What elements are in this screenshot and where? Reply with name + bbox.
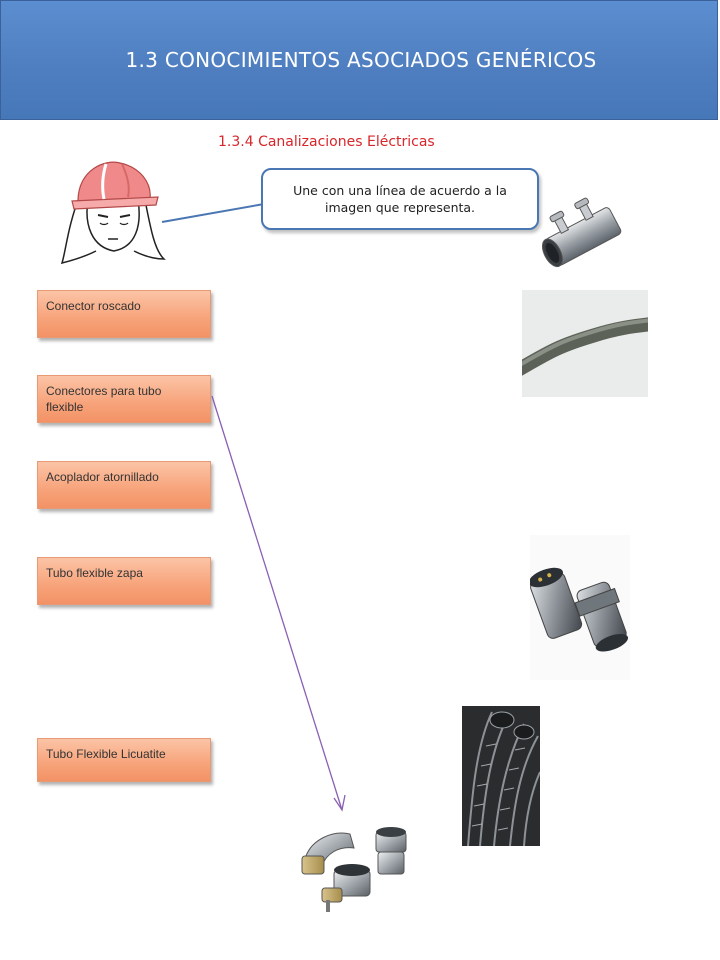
label-acoplador-atornillado[interactable]: Acoplador atornillado [37, 461, 211, 509]
label-conector-roscado[interactable]: Conector roscado [37, 290, 211, 338]
header-banner: 1.3 CONOCIMIENTOS ASOCIADOS GENÉRICOS [0, 0, 718, 120]
speech-bubble: Une con una línea de acuerdo a la imagen… [261, 168, 539, 230]
label-conectores-tubo-flexible[interactable]: Conectores para tubo flexible [37, 375, 211, 423]
page-title: 1.3 CONOCIMIENTOS ASOCIADOS GENÉRICOS [125, 48, 597, 72]
corrugated-tubes-photo [462, 706, 540, 846]
worker-illustration [58, 155, 168, 270]
coupling-photo [535, 188, 630, 278]
gray-flexible-tube-photo [522, 290, 648, 397]
speech-pointer [161, 203, 265, 223]
label-tubo-flexible-licuatite[interactable]: Tubo Flexible Licuatite [37, 738, 211, 782]
answer-arrow-line[interactable] [200, 390, 360, 820]
connectors-photo [530, 535, 630, 680]
label-tubo-flexible-zapa[interactable]: Tubo flexible zapa [37, 557, 211, 605]
section-subtitle: 1.3.4 Canalizaciones Eléctricas [218, 134, 435, 150]
metal-fittings-photo [292, 818, 412, 920]
